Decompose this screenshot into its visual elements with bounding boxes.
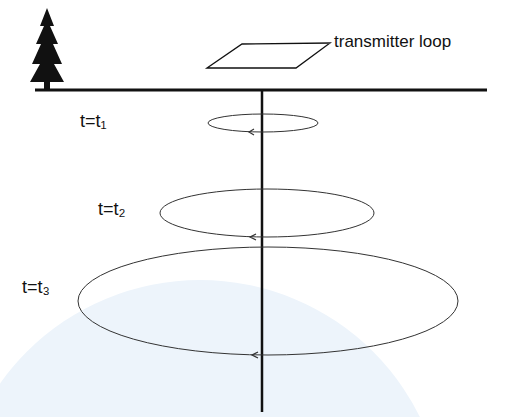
current-ring [208,114,318,132]
borehole-line [261,90,264,412]
background-disc [0,280,445,417]
current-ring [160,189,374,237]
part-label: transmitter loop [334,33,451,52]
current-rings [78,114,458,355]
arrow-head [249,129,254,135]
time-label: t=t₃ [22,278,50,298]
tree-symbol [30,8,64,90]
current-ring [78,247,458,355]
time-label: t=t₁ [80,112,107,132]
arrow-head [252,352,258,358]
time-label: t=t₂ [98,200,126,220]
current-arrows [249,129,258,358]
transmitter-loop [207,43,330,68]
arrow-head [250,234,256,240]
